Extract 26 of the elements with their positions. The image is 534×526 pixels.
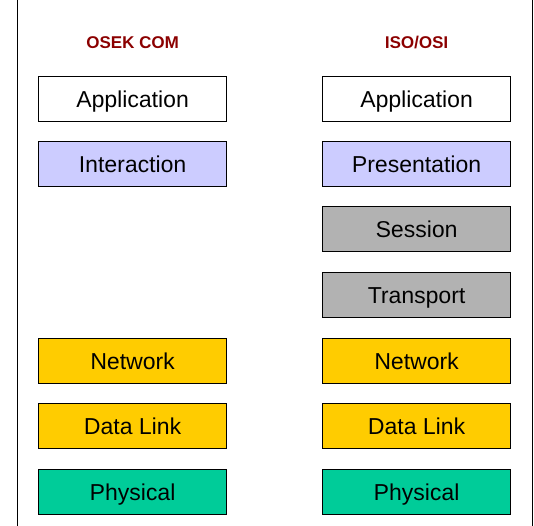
- layer-label: Session: [376, 216, 458, 242]
- layer-box: [38, 469, 227, 515]
- layer-label: Transport: [368, 282, 466, 308]
- layer-box: [322, 469, 511, 515]
- layer-label: Data Link: [368, 412, 466, 440]
- layer-label: Presentation: [352, 150, 482, 178]
- column-heading: ISO/OSI: [384, 33, 450, 53]
- layer-label: Physical: [90, 478, 176, 506]
- layer-label: Interaction: [78, 150, 186, 178]
- layer-box: [322, 403, 511, 449]
- layer-box: [322, 141, 511, 187]
- layer-box: [322, 338, 511, 384]
- layer-label: Physical: [374, 478, 460, 506]
- layer-box: [38, 141, 227, 187]
- layer-box: [322, 272, 511, 318]
- layer-label: Application: [360, 86, 473, 112]
- layer-label: Network: [374, 348, 459, 374]
- layer-box: [322, 76, 511, 122]
- layer-label: Network: [90, 348, 175, 374]
- layer-box: [322, 206, 511, 252]
- layer-label: Application: [76, 86, 189, 112]
- layer-label: Data Link: [84, 412, 182, 440]
- layer-box: [38, 338, 227, 384]
- layer-box: [38, 76, 227, 122]
- column-heading: OSEK COM: [85, 33, 180, 53]
- layer-box: [38, 403, 227, 449]
